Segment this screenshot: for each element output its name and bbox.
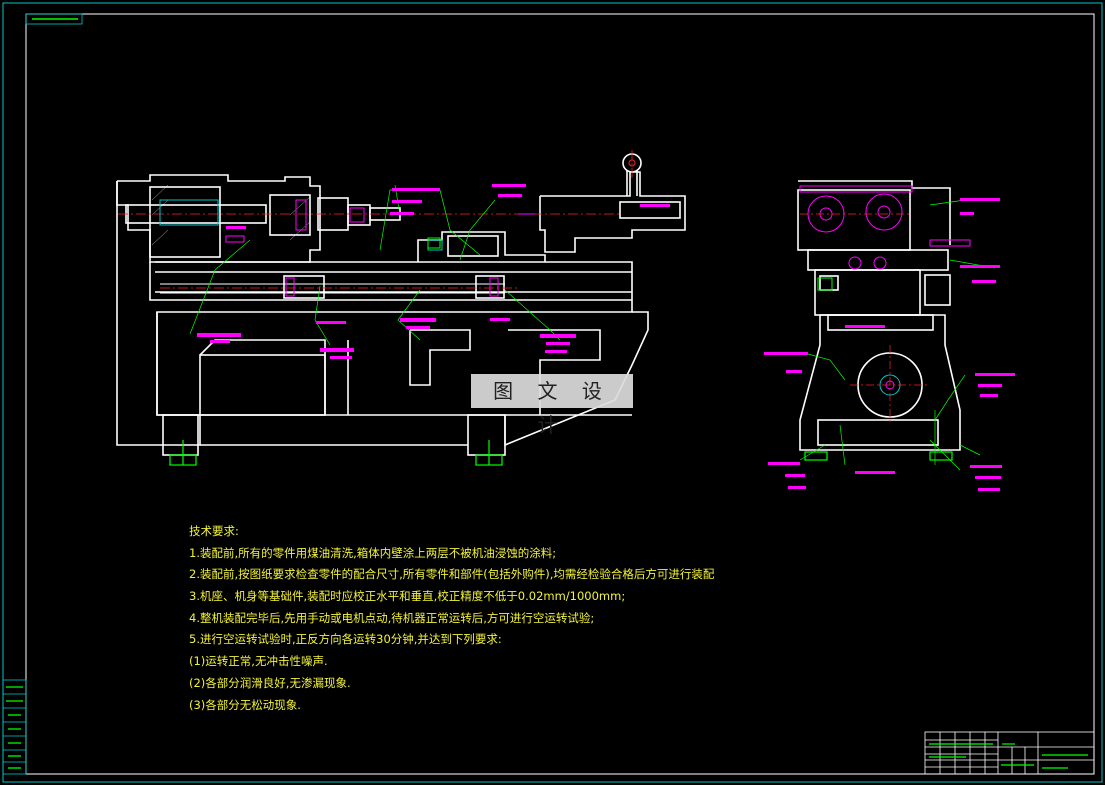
tech-item: 3.机座、机身等基础件,装配时应校正水平和垂直,校正精度不低于0.02mm/10… — [189, 589, 626, 604]
tech-item: (2)各部分润滑良好,无渗漏现象. — [189, 675, 351, 690]
tech-item: 5.进行空运转试验时,正反方向各运转30分钟,并达到下列要求: — [189, 632, 502, 647]
tech-item: 1.装配前,所有的零件用煤油清洗,箱体内壁涂上两层不被机油浸蚀的涂料; — [189, 545, 557, 560]
tech-item: (3)各部分无松动现象. — [189, 697, 301, 712]
watermark: 图 文 设 计 — [471, 374, 633, 437]
annotation-leaders — [189, 184, 561, 346]
tech-item: (1)运转正常,无冲击性噪声. — [189, 654, 328, 669]
drawing-number-box — [25, 13, 83, 25]
tech-heading: 技术要求: — [189, 524, 239, 538]
centerlines — [118, 150, 633, 289]
lathe-side-view — [797, 180, 961, 451]
left-margin-table — [2, 679, 27, 775]
tech-item: 4.整机装配完毕后,先用手动或电机点动,待机器正常运转后,方可进行空运转试验; — [189, 610, 595, 625]
lathe-front-view — [116, 170, 686, 456]
inner-border — [25, 13, 1095, 775]
tech-item: 2.装配前,按图纸要求检查零件的配合尺寸,所有零件和部件(包括外购件),均需经检… — [189, 567, 715, 582]
title-block — [924, 731, 1095, 775]
technical-requirements: 技术要求: 1.装配前,所有的零件用煤油清洗,箱体内壁涂上两层不被机油浸蚀的涂料… — [189, 521, 714, 716]
